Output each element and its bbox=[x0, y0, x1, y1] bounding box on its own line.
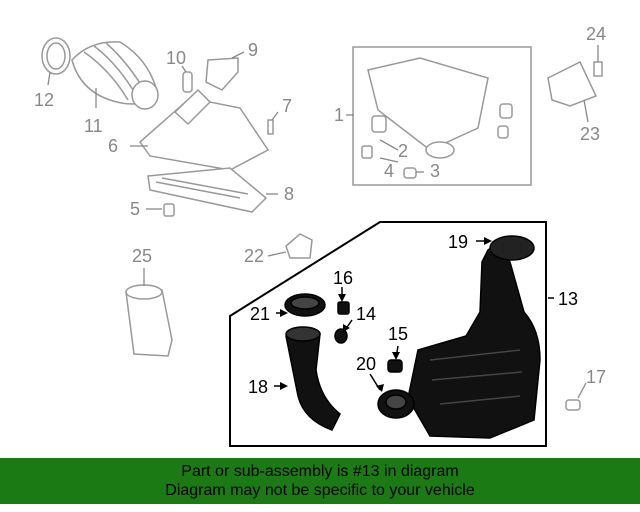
part-16-bolt[interactable] bbox=[337, 301, 350, 315]
part-24-clip bbox=[593, 61, 603, 77]
part-25-resonator bbox=[125, 284, 173, 357]
callout-15: 15 bbox=[388, 324, 408, 344]
part-20-coupler[interactable] bbox=[377, 389, 415, 419]
callout-22: 22 bbox=[244, 246, 264, 266]
callout-10: 10 bbox=[166, 48, 186, 68]
gray-leader-lines bbox=[47, 45, 599, 399]
callout-5: 5 bbox=[130, 199, 140, 219]
part-7-bolt bbox=[267, 119, 274, 135]
part-11-intake-duct bbox=[71, 41, 159, 110]
callout-1: 1 bbox=[334, 105, 344, 125]
callout-13: 13 bbox=[558, 289, 578, 309]
part-18-duct[interactable] bbox=[285, 326, 341, 431]
callout-17: 17 bbox=[586, 367, 606, 387]
part-17-clip bbox=[565, 399, 581, 411]
part-14-grommet[interactable] bbox=[334, 328, 348, 344]
info-banner: Part or sub-assembly is #13 in diagram D… bbox=[0, 458, 640, 504]
callout-8: 8 bbox=[284, 184, 294, 204]
callout-18: 18 bbox=[248, 377, 268, 397]
arrow-heads bbox=[280, 237, 492, 392]
part-5-bolt bbox=[163, 203, 175, 217]
banner-line-1: Part or sub-assembly is #13 in diagram bbox=[181, 463, 459, 480]
part-12-clamp bbox=[41, 37, 71, 75]
part-21-seal[interactable] bbox=[284, 293, 326, 317]
part-15-hose[interactable] bbox=[387, 359, 403, 373]
callout-6: 6 bbox=[108, 136, 118, 156]
assembly-13-frame bbox=[229, 221, 547, 447]
callout-9: 9 bbox=[248, 40, 258, 60]
part-23-bracket bbox=[547, 60, 598, 107]
callout-23: 23 bbox=[580, 124, 600, 144]
part-10-sensor bbox=[182, 71, 193, 93]
callout-12: 12 bbox=[34, 90, 54, 110]
callout-25: 25 bbox=[132, 246, 152, 266]
part-6-upper-cover bbox=[138, 88, 270, 171]
part-8-air-filter bbox=[147, 167, 268, 213]
callout-24: 24 bbox=[586, 24, 606, 44]
part-22-bracket bbox=[285, 233, 313, 259]
callout-21: 21 bbox=[250, 304, 270, 324]
callout-19: 19 bbox=[448, 232, 468, 252]
part-1-lower-box-inset bbox=[352, 46, 532, 186]
banner-line-2: Diagram may not be specific to your vehi… bbox=[165, 482, 475, 499]
callout-2: 2 bbox=[398, 141, 408, 161]
part-9-bracket bbox=[205, 57, 239, 91]
callout-3: 3 bbox=[430, 161, 440, 181]
part-13-air-box[interactable] bbox=[407, 235, 541, 439]
callout-4: 4 bbox=[384, 161, 394, 181]
callout-16: 16 bbox=[333, 268, 353, 288]
callout-7: 7 bbox=[282, 96, 292, 116]
parts-diagram: 12 11 10 9 6 7 8 5 1 2 4 3 24 23 22 25 1… bbox=[34, 24, 606, 447]
callout-11: 11 bbox=[84, 116, 103, 136]
callout-14: 14 bbox=[356, 304, 376, 324]
callout-20: 20 bbox=[356, 354, 376, 374]
